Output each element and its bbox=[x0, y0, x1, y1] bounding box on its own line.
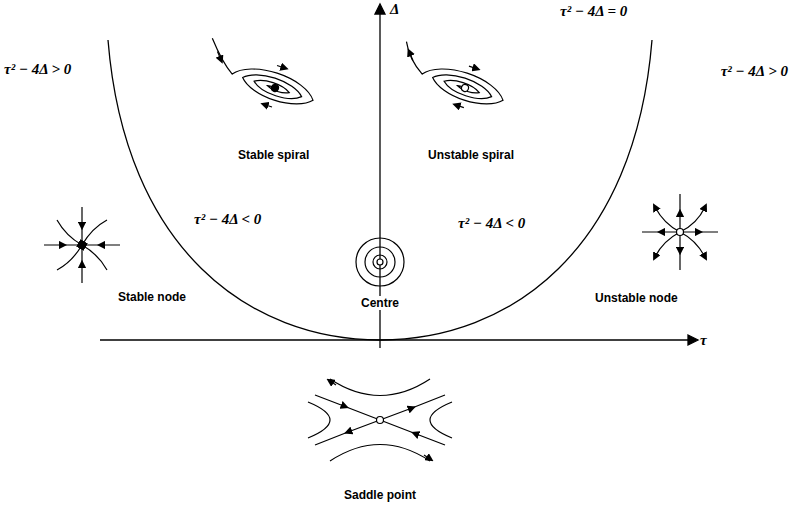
region-label: τ² − 4Δ > 0 bbox=[4, 60, 71, 78]
curve-label: τ² − 4Δ = 0 bbox=[560, 2, 627, 20]
stable-node-symbol bbox=[44, 207, 120, 283]
axis-label: τ bbox=[700, 331, 707, 349]
portrait-name: Centre bbox=[359, 296, 401, 310]
region-label: τ² − 4Δ > 0 bbox=[721, 62, 788, 80]
axes bbox=[100, 4, 698, 348]
parabola-curve bbox=[108, 40, 652, 340]
portrait-name: Unstable node bbox=[595, 291, 678, 305]
unstable-node-symbol bbox=[642, 194, 718, 270]
region-label: τ² − 4Δ < 0 bbox=[194, 210, 261, 228]
portrait-name: Saddle point bbox=[344, 488, 416, 502]
saddle-symbol bbox=[308, 379, 452, 461]
portrait-name: Stable spiral bbox=[238, 148, 309, 162]
portrait-name: Unstable spiral bbox=[428, 148, 514, 162]
centre-symbol bbox=[356, 238, 404, 286]
axis-label: Δ bbox=[390, 0, 399, 18]
unstable-spiral-symbol bbox=[393, 42, 512, 119]
stable-spiral-symbol bbox=[198, 38, 322, 118]
region-label: τ² − 4Δ < 0 bbox=[458, 214, 525, 232]
portrait-name: Stable node bbox=[118, 290, 186, 304]
